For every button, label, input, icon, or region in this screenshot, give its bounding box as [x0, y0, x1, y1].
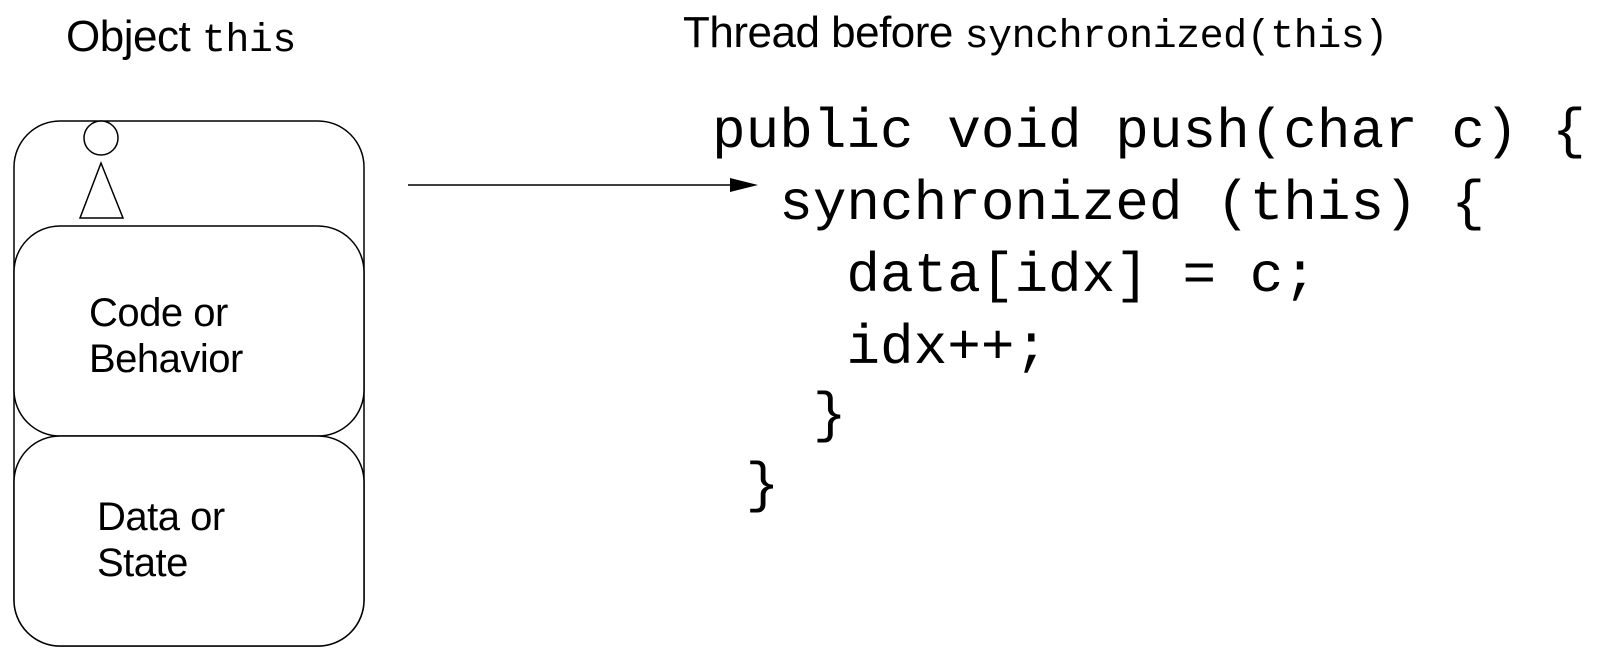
code-behavior-label-line1: Code or	[89, 291, 228, 335]
code-behavior-label-line2: Behavior	[89, 337, 243, 381]
object-title-prefix: Object	[66, 12, 191, 61]
thread-arrow-head-icon	[730, 178, 758, 192]
data-state-label: Data or State	[97, 494, 225, 586]
data-state-compartment	[13, 435, 365, 647]
lock-triangle-icon	[78, 160, 125, 219]
data-state-label-line1: Data or	[97, 495, 225, 539]
code-line: public void push(char c) {	[712, 100, 1586, 164]
thread-title: Thread before synchronized(this)	[683, 8, 1388, 60]
thread-title-code: synchronized(this)	[964, 15, 1389, 60]
code-behavior-label: Code or Behavior	[89, 290, 243, 382]
data-state-label-line2: State	[97, 541, 188, 585]
object-title: Object this	[66, 12, 296, 64]
thread-title-prefix: Thread before	[683, 8, 953, 57]
code-line: data[idx] = c;	[712, 244, 1317, 308]
code-line: }	[712, 454, 780, 518]
object-title-code: this	[201, 19, 297, 64]
code-line: idx++;	[712, 316, 1049, 380]
code-line: }	[712, 384, 847, 448]
lock-circle-icon	[83, 120, 119, 156]
code-line: synchronized (this) {	[712, 172, 1485, 236]
